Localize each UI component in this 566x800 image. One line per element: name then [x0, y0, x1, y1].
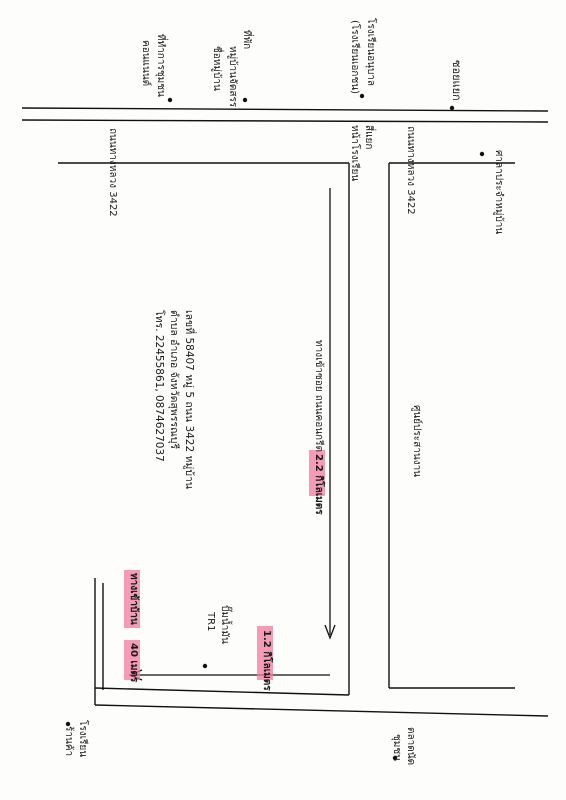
dot-top-center: [359, 93, 365, 99]
label-highway-right: ถนนทางหลวง 3422: [405, 126, 416, 215]
address-line-3: โทร. 22455861, 0874627037: [153, 310, 166, 462]
map-labels: ซอยแยก โรงเรียนอนุบาล (โรงเรียนเอกชน) ที…: [63, 18, 505, 765]
label-top-left-line1: ที่พัก: [241, 30, 255, 49]
highlight-40m: [124, 640, 140, 680]
soi-bottom-edge-left: [94, 687, 350, 696]
label-top-center-line2: (โรงเรียนเอกชน): [349, 20, 362, 94]
dot-bottom-left: [65, 721, 71, 727]
highway-top-edge: [21, 107, 549, 112]
label-right-bottom-landmark: ศูนย์ประสานงาน: [411, 405, 423, 477]
label-right-landmark: ศาลาประจำหมู่บ้าน: [493, 150, 505, 234]
address-line-2: ตำบล อำเภอ จังหวัดสุพรรณบุรี: [168, 310, 181, 449]
label-distance-2-2km: 2.2 กิโลเมตร: [313, 454, 326, 515]
highlight-2-2km: [309, 450, 325, 496]
dot-right-landmark: [479, 151, 485, 157]
label-top-center-line1: โรงเรียนอนุบาล: [365, 18, 378, 86]
distance-highlights: [124, 450, 325, 680]
label-top-left-line2: หมู่บ้านจัดสรร: [227, 46, 239, 108]
label-distance-40m: 40 เมตร: [128, 643, 139, 683]
label-top-left-line3: ชื่อหมู่บ้าน: [211, 46, 225, 91]
dot-top-far-left: [167, 97, 173, 103]
dot-tr1: [202, 663, 208, 669]
highlight-1-2km: [257, 626, 273, 680]
label-tr1: TR1: [205, 611, 216, 631]
road-lines: [21, 107, 549, 717]
label-bottom-right-line2: ชุมชน: [391, 734, 402, 761]
address-line-1: เลขที่ 58407 หมู่ 5 ถนน 3422 หมู่บ้าน: [183, 310, 197, 489]
dot-bottom-right: [392, 755, 398, 761]
label-distance-1-2km: 1.2 กิโลเมตร: [261, 630, 274, 691]
label-lane: ทางเข้าบ้าน: [128, 573, 140, 625]
label-top-far-left-line1: ที่ทำการชุมชน: [155, 34, 169, 97]
dot-top-left: [242, 97, 248, 103]
label-highway-left: ถนนทางหลวง 3422: [107, 128, 118, 217]
label-top-far-left-line2: คอนแนนต์: [140, 40, 152, 86]
label-soi-yaek: ซอยแยก: [450, 60, 463, 101]
label-route-along: ทางเข้าซอย ถนนคอนกรีต: [313, 340, 325, 452]
highway-bottom-edge: [21, 119, 549, 123]
label-intersection-line2: หน้าโรงเรียน: [349, 125, 362, 181]
landmark-dots: [65, 93, 485, 761]
dot-soi-yaek: [449, 105, 455, 111]
label-bottom-right-line1: ตลาดนัด: [405, 727, 416, 765]
label-bottom-left-line1: โรงเรียน: [77, 720, 90, 757]
highlight-lane: [124, 570, 140, 628]
route-arrow-head: [324, 624, 336, 640]
label-bottom-left-line2: ร้านค้า: [63, 726, 75, 756]
label-gas-station: ปั๊มน้ำมัน: [219, 605, 233, 644]
label-intersection-line1: สี่แยก: [363, 125, 377, 149]
address-block: เลขที่ 58407 หมู่ 5 ถนน 3422 หมู่บ้าน ตำ…: [153, 310, 197, 489]
bottom-road-edge: [94, 704, 549, 717]
